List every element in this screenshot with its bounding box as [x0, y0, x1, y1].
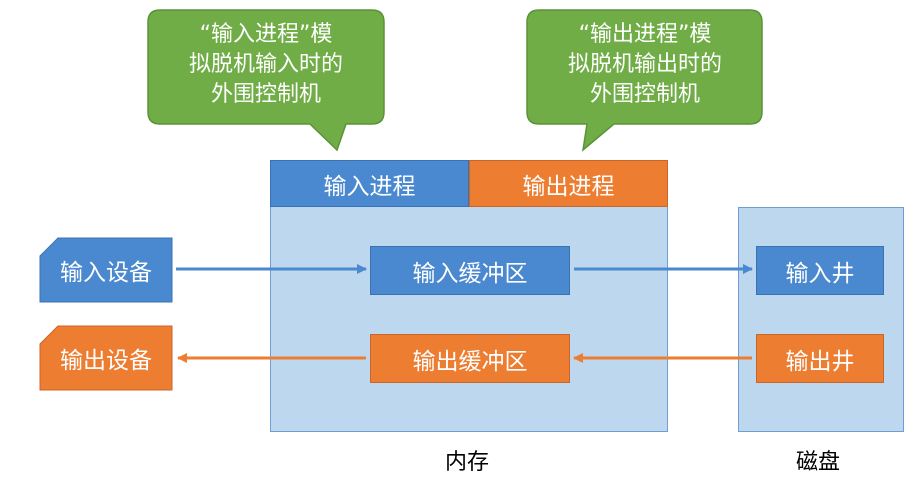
- output-callout-bubble: [526, 9, 763, 152]
- output-device-label: 输出设备: [60, 348, 152, 374]
- input-device-label: 输入设备: [60, 260, 152, 286]
- memory-label: 内存: [445, 450, 490, 475]
- input-buffer-box: 输入缓冲区: [370, 246, 570, 295]
- output-process-box: 输出进程: [469, 160, 668, 207]
- disk-label: 磁盘: [796, 450, 841, 475]
- output-callout-text: “输出进程”模 拟脱机输出时的 外围控制机: [567, 22, 722, 107]
- input-well-box: 输入井: [756, 246, 884, 295]
- output-well-box: 输出井: [756, 334, 884, 383]
- input-process-box: 输入进程: [270, 160, 469, 207]
- input-callout-bubble: [147, 9, 385, 152]
- input-device-shape: [39, 237, 173, 303]
- output-device-shape: [39, 325, 173, 391]
- disk-region: [738, 207, 904, 432]
- output-buffer-box: 输出缓冲区: [370, 334, 570, 383]
- input-callout-text: “输入进程”模 拟脱机输入时的 外围控制机: [188, 22, 343, 107]
